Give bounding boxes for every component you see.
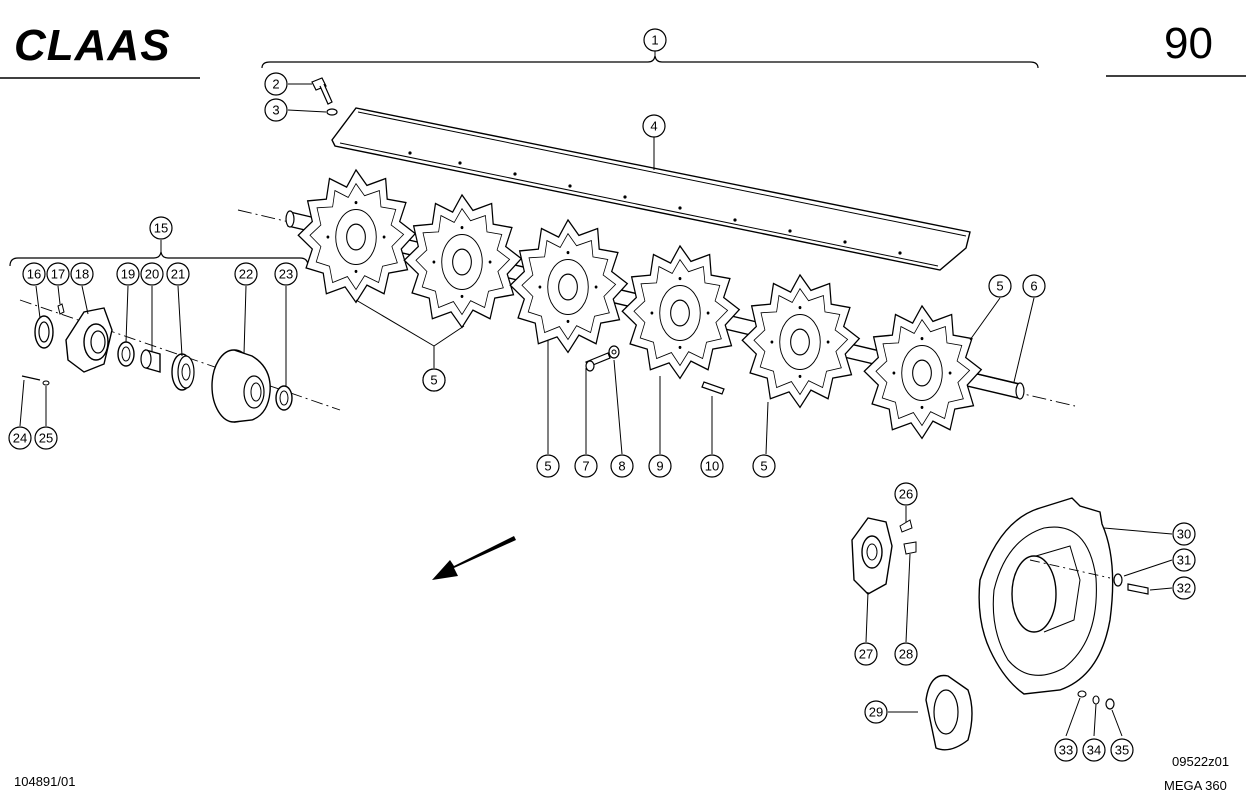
brand-wordmark: CLAAS: [14, 21, 171, 70]
callouts: 1234555556789101516171819202122232425262…: [8, 28, 1196, 762]
callout-15: 15: [149, 216, 173, 240]
callout-label: 8: [618, 459, 625, 474]
callout-label: 21: [171, 267, 185, 282]
callout-18: 18: [70, 262, 94, 286]
callout-6: 6: [1022, 274, 1046, 298]
right-bearing-group: [851, 517, 973, 751]
cover-strip: [331, 107, 971, 271]
callout-label: 4: [650, 119, 657, 134]
callout-20: 20: [140, 262, 164, 286]
callout-19: 19: [116, 262, 140, 286]
callout-22: 22: [234, 262, 258, 286]
model-name: MEGA 360: [1164, 778, 1227, 793]
callout-34: 34: [1082, 738, 1106, 762]
callout-label: 5: [760, 459, 767, 474]
screw: [311, 77, 333, 105]
callout-label: 32: [1177, 581, 1191, 596]
key: [701, 381, 725, 395]
callout-5: 5: [536, 454, 560, 478]
callout-33: 33: [1054, 738, 1078, 762]
callout-label: 3: [272, 103, 279, 118]
nut: [608, 345, 620, 359]
callout-label: 30: [1177, 527, 1191, 542]
callout-label: 5: [996, 279, 1003, 294]
claas-logo: CLAAS: [14, 21, 171, 70]
callout-label: 5: [544, 459, 551, 474]
callout-25: 25: [34, 426, 58, 450]
callout-label: 2: [272, 77, 279, 92]
sprocket-4: [621, 245, 740, 380]
sprocket-6: [863, 305, 982, 440]
callout-35: 35: [1110, 738, 1134, 762]
callout-label: 25: [39, 431, 53, 446]
sprocket-3: [509, 219, 628, 354]
callout-5: 5: [422, 368, 446, 392]
page-number: 90: [1164, 19, 1213, 68]
left-bearing-group: [19, 299, 341, 423]
callout-label: 9: [656, 459, 663, 474]
callout-label: 10: [705, 459, 719, 474]
callout-7: 7: [574, 454, 598, 478]
callout-label: 7: [582, 459, 589, 474]
callout-5: 5: [988, 274, 1012, 298]
callout-16: 16: [22, 262, 46, 286]
callout-26: 26: [894, 482, 918, 506]
callout-21: 21: [166, 262, 190, 286]
callout-24: 24: [8, 426, 32, 450]
drawing-id: 09522z01: [1172, 754, 1229, 769]
callout-label: 35: [1115, 743, 1129, 758]
document-id: 104891/01: [14, 774, 75, 789]
sprocket-1: [297, 169, 416, 304]
callout-label: 15: [154, 221, 168, 236]
disc: [978, 497, 1149, 710]
callout-label: 34: [1087, 743, 1101, 758]
callout-label: 31: [1177, 553, 1191, 568]
callout-label: 16: [27, 267, 41, 282]
callout-label: 27: [859, 647, 873, 662]
callout-1: 1: [643, 28, 667, 52]
callout-2: 2: [264, 72, 288, 96]
callout-label: 18: [75, 267, 89, 282]
callout-label: 19: [121, 267, 135, 282]
callout-label: 28: [899, 647, 913, 662]
callout-label: 6: [1030, 279, 1037, 294]
callout-label: 33: [1059, 743, 1073, 758]
callout-32: 32: [1172, 576, 1196, 600]
callout-31: 31: [1172, 548, 1196, 572]
callout-27: 27: [854, 642, 878, 666]
direction-arrow-icon: [432, 536, 516, 580]
callout-30: 30: [1172, 522, 1196, 546]
callout-label: 23: [279, 267, 293, 282]
sprocket-5: [741, 274, 860, 409]
callout-label: 26: [899, 487, 913, 502]
callout-label: 20: [145, 267, 159, 282]
sprocket-2: [403, 194, 522, 329]
callout-9: 9: [648, 454, 672, 478]
callout-28: 28: [894, 642, 918, 666]
callout-label: 17: [51, 267, 65, 282]
washer: [326, 108, 338, 116]
callout-5: 5: [752, 454, 776, 478]
callout-label: 5: [430, 373, 437, 388]
bolt: [585, 352, 611, 372]
callout-label: 29: [869, 705, 883, 720]
callout-label: 1: [651, 33, 658, 48]
leader-lines: [19, 83, 1173, 737]
callout-8: 8: [610, 454, 634, 478]
callout-10: 10: [700, 454, 724, 478]
callout-4: 4: [642, 114, 666, 138]
callout-label: 24: [13, 431, 27, 446]
callout-23: 23: [274, 262, 298, 286]
callout-3: 3: [264, 98, 288, 122]
callout-29: 29: [864, 700, 888, 724]
callout-label: 22: [239, 267, 253, 282]
callout-17: 17: [46, 262, 70, 286]
